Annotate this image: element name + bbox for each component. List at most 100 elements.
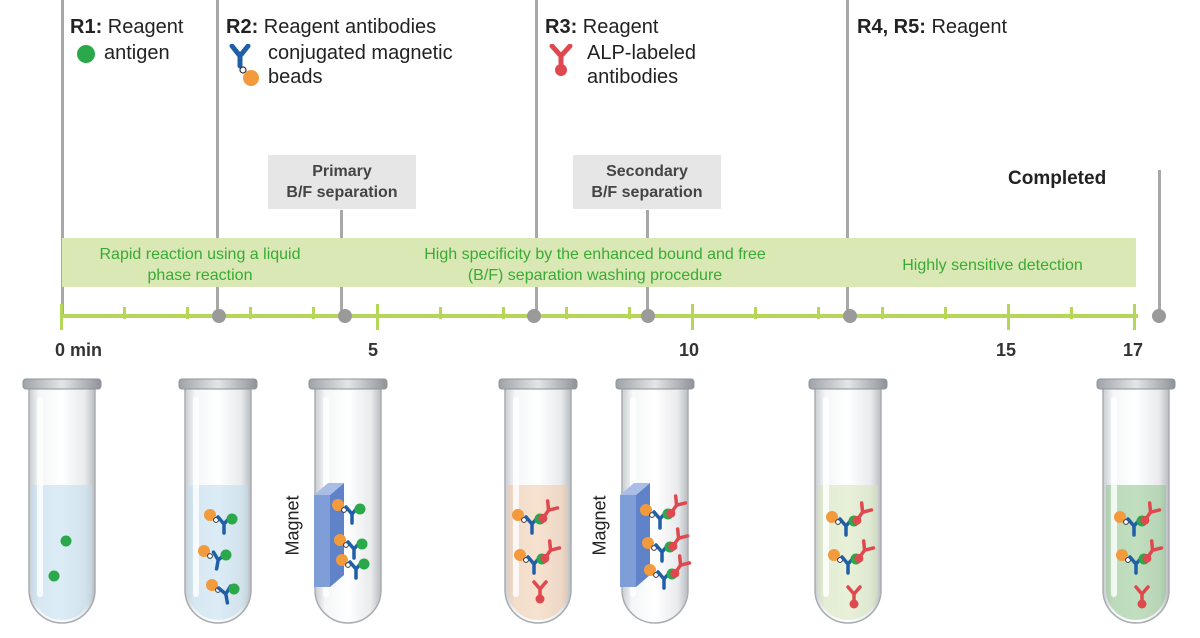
timeline-tick <box>880 307 884 319</box>
timeline-tick <box>628 307 632 319</box>
test-tube-r4r5 <box>808 378 888 624</box>
phase-rapid-reaction: Rapid reaction using a liquid phase reac… <box>62 244 338 286</box>
magnetic-bead <box>198 545 210 557</box>
reagent-r1-line1: Reagent <box>107 16 184 38</box>
timeline-tick <box>754 307 758 319</box>
timeline-tick <box>564 307 568 319</box>
reagent-r3-line2-wrap: ALP-labeled <box>587 41 696 65</box>
antigen-particle <box>226 513 238 525</box>
magnetic-bead <box>642 537 654 549</box>
reagent-r4r5-label: R4, R5: Reagent <box>857 15 1007 39</box>
phase-specificity-line1: High specificity by the enhanced bound a… <box>424 246 766 263</box>
alp-antibody-particle <box>1140 501 1162 525</box>
magnet-top <box>314 483 344 495</box>
reagent-r1-label: R1: Reagent <box>70 15 183 39</box>
alp-antibody-particle <box>1142 539 1164 563</box>
reagent-r2-label: R2: Reagent antibodies <box>226 15 436 39</box>
timeline-label-5: 5 <box>368 340 379 360</box>
magnet-label-primary: Magnet <box>282 495 303 556</box>
alp-antibody-particle <box>540 539 562 563</box>
phase-specificity-line2: (B/F) separation washing procedure <box>467 267 723 284</box>
antigen-icon <box>77 45 95 63</box>
reagent-line-r4r5 <box>846 0 849 318</box>
alp-antibody-particle <box>532 580 548 604</box>
magnet-block <box>620 495 636 587</box>
reagent-line-r3 <box>535 0 538 318</box>
primary-separation-line2: B/F separation <box>286 184 398 201</box>
test-tube-r2 <box>178 378 258 624</box>
phase-band <box>62 238 1136 287</box>
timeline-label-15: 15 <box>996 340 1017 360</box>
timeline-tick <box>438 307 442 319</box>
magnet-label-secondary: Magnet <box>589 495 610 556</box>
timeline-tick <box>312 307 316 319</box>
timeline-event-dot <box>338 309 353 323</box>
secondary-separation-line1: Secondary <box>606 163 688 180</box>
alp-antibody-particle <box>854 539 876 563</box>
timeline-end-dot <box>1152 309 1166 323</box>
reagent-r2-code: R2: <box>226 16 259 38</box>
antigen-particle <box>358 558 370 570</box>
phase-rapid-line1: Rapid reaction using a liquid <box>99 246 301 263</box>
test-tubes-illustration <box>22 378 1176 624</box>
reagent-r4r5-code: R4, R5: <box>857 16 926 38</box>
alp-antibody-icon <box>549 44 573 76</box>
timeline-tick <box>249 307 253 319</box>
timeline-label-17: 17 <box>1123 340 1144 360</box>
reagent-r1-line2: antigen <box>104 42 170 64</box>
alp-antibody-particle <box>668 527 690 551</box>
timeline-label-0: 0 min <box>55 340 103 360</box>
magnetic-bead <box>644 564 656 576</box>
alp-antibody-particle <box>1134 585 1150 609</box>
antigen-particle <box>48 570 60 582</box>
antigen-particle <box>354 503 366 515</box>
magnet-block <box>314 495 330 587</box>
reagent-r2-line3: beads <box>268 66 323 88</box>
antibody-bead-icon <box>229 44 259 86</box>
reagent-r2-line3-wrap: beads <box>268 65 323 89</box>
reagent-r2-line1: Reagent antibodies <box>263 16 437 38</box>
magnetic-bead <box>206 579 218 591</box>
reagent-r2-line2-wrap: conjugated magnetic <box>268 41 453 65</box>
reagent-r2-line2: conjugated magnetic <box>268 42 453 64</box>
timeline-event-dot <box>527 309 542 323</box>
phase-sensitive-detection: Highly sensitive detection <box>849 255 1136 276</box>
antigen-particle <box>228 583 240 595</box>
timeline-label-10: 10 <box>679 340 700 360</box>
antigen-particle <box>356 538 368 550</box>
phase-rapid-line2: phase reaction <box>147 267 253 284</box>
timeline-tick <box>501 307 505 319</box>
antigen-particle <box>60 535 72 547</box>
secondary-separation-label: Secondary B/F separation <box>573 155 721 209</box>
timeline-tick <box>1133 304 1136 330</box>
timeline-tick <box>186 307 190 319</box>
timeline-tick <box>1006 304 1010 330</box>
timeline-tick <box>123 307 127 319</box>
timeline-event-dot <box>211 309 226 323</box>
reagent-line-r2 <box>216 0 219 318</box>
phase-detection-line1: Highly sensitive detection <box>902 257 1083 274</box>
magnetic-bead <box>204 509 216 521</box>
timeline-tick <box>691 304 695 330</box>
reagent-line-r1 <box>61 0 64 318</box>
reagent-r4r5-line1: Reagent <box>931 16 1008 38</box>
magnetic-bead <box>512 509 524 521</box>
timeline-event-dot <box>640 309 655 323</box>
completed-line <box>1158 170 1161 318</box>
primary-separation-label: Primary B/F separation <box>268 155 416 209</box>
alp-antibody-particle <box>846 585 862 609</box>
magnet-top <box>620 483 650 495</box>
reagent-r1-line2-wrap: antigen <box>104 41 170 65</box>
timeline-axis <box>60 314 1138 318</box>
reagent-r3-label: R3: Reagent <box>545 15 658 39</box>
alp-antibody-particle <box>670 554 692 578</box>
magnetic-bead <box>332 499 344 511</box>
reagent-r3-line2: ALP-labeled <box>587 42 696 64</box>
reagent-r3-line3: antibodies <box>587 66 679 88</box>
timeline-tick <box>1069 307 1073 319</box>
magnetic-bead <box>1116 549 1128 561</box>
reagent-r3-line1: Reagent <box>582 16 659 38</box>
alp-antibody-particle <box>666 494 688 518</box>
timeline-event-dot <box>842 309 857 323</box>
test-tube-r1 <box>22 378 102 624</box>
